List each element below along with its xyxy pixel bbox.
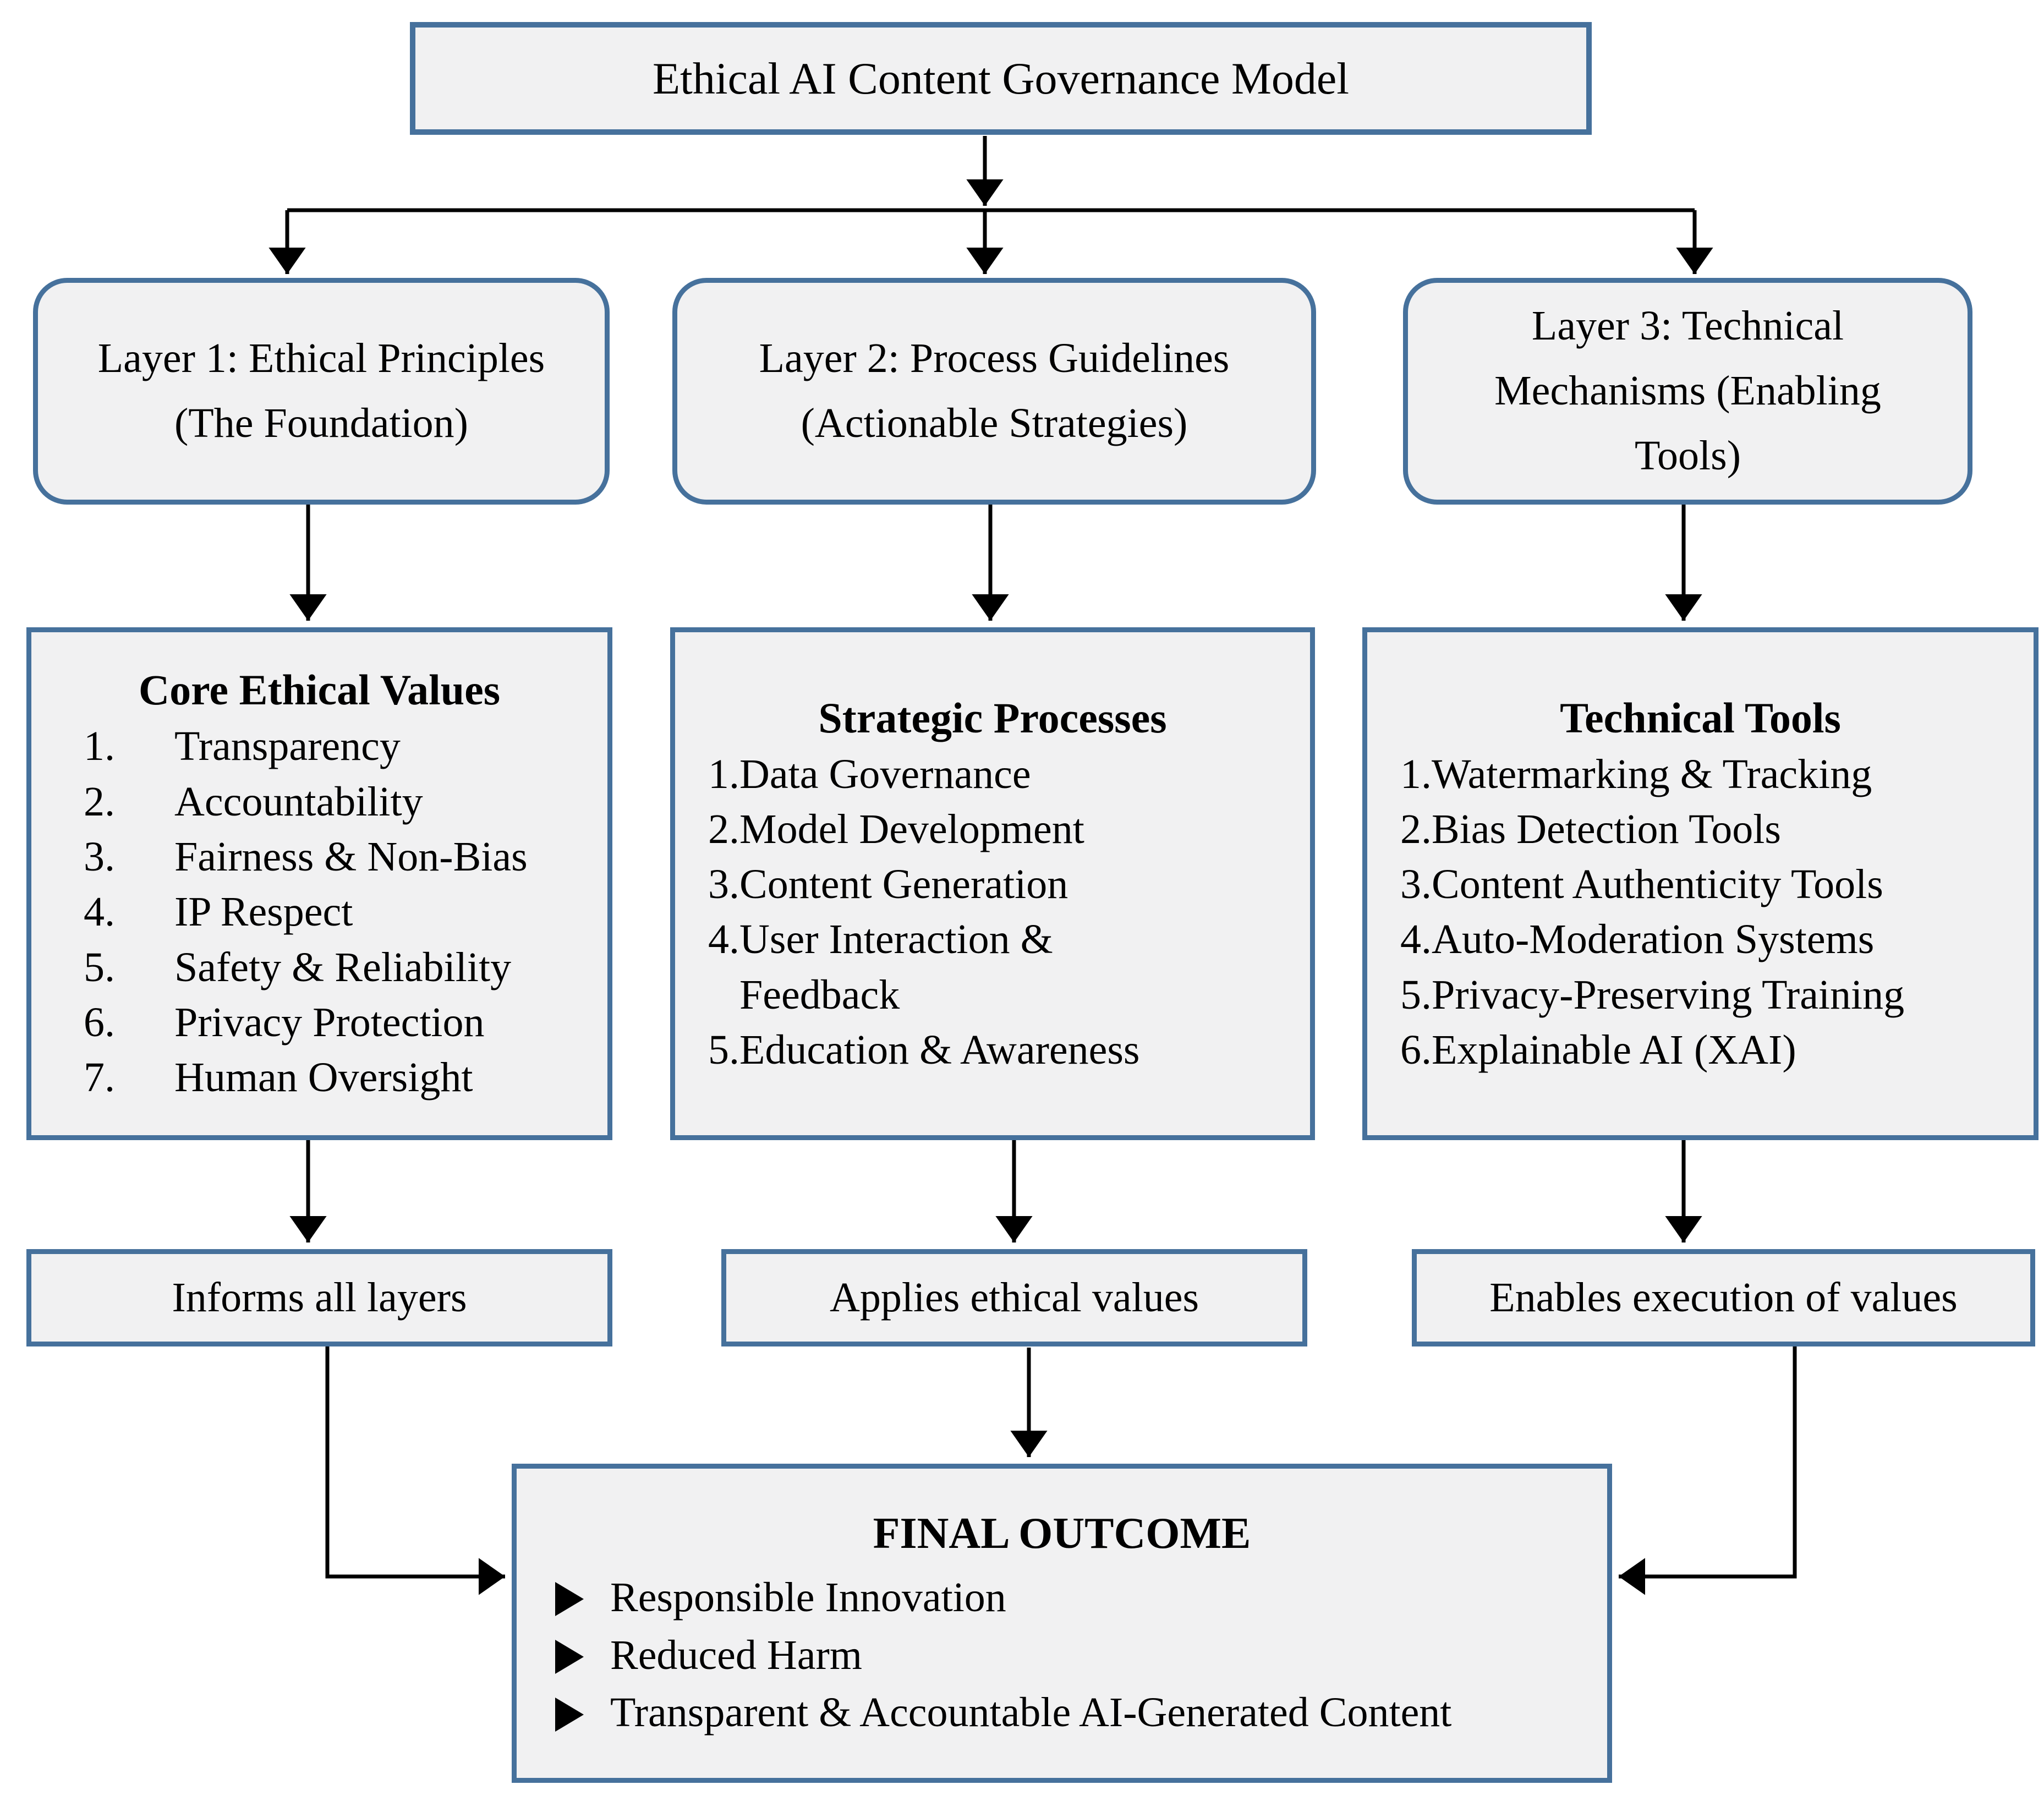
layer3-header-box: Layer 3: Technical Mechanisms (Enabling …: [1403, 278, 1972, 505]
list-item: 4. IP Respect: [31, 884, 607, 939]
informs-all-layers-box: Informs all layers: [26, 1249, 612, 1346]
core-ethical-values-box: Core Ethical Values 1. Transparency 2. A…: [26, 627, 612, 1140]
list-item-number: 4.: [84, 889, 115, 935]
list-item-text: Responsible Innovation: [610, 1574, 1006, 1621]
list-item-number: 4.: [1400, 916, 1432, 963]
enables-execution-label: Enables execution of values: [1489, 1274, 1958, 1321]
list-item-text: Accountability: [174, 778, 423, 825]
list-item-text: User Interaction & Feedback: [739, 916, 1053, 1018]
list-item: 2. Model Development: [675, 802, 1310, 857]
list-item: 3. Content Authenticity Tools: [1367, 857, 2034, 912]
list-item-number: 1.: [84, 723, 115, 770]
list-item: 6. Privacy Protection: [31, 995, 607, 1050]
list-item: 6. Explainable AI (XAI): [1367, 1022, 2034, 1077]
final-outcome-title: FINAL OUTCOME: [873, 1509, 1251, 1558]
triangle-bullet-icon: [555, 1697, 584, 1732]
list-item-text: Transparency: [174, 723, 401, 770]
core-ethical-values-title: Core Ethical Values: [138, 666, 501, 714]
technical-tools-box: Technical Tools 1. Watermarking & Tracki…: [1362, 627, 2038, 1140]
list-item-number: 2.: [84, 778, 115, 825]
list-item-number: 5.: [1400, 971, 1432, 1018]
layer1-header: Layer 1: Ethical Principles (The Foundat…: [97, 335, 545, 446]
list-item: 1. Data Governance: [675, 747, 1310, 802]
list-item-text: Fairness & Non-Bias: [174, 834, 528, 880]
list-item-text: Transparent & Accountable AI-Generated C…: [610, 1689, 1452, 1736]
strategic-processes-box: Strategic Processes 1. Data Governance 2…: [670, 627, 1315, 1140]
strategic-processes-list: 1. Data Governance 2. Model Development …: [675, 747, 1310, 1078]
applies-ethical-values-label: Applies ethical values: [829, 1274, 1199, 1321]
model-title: Ethical AI Content Governance Model: [652, 53, 1350, 103]
list-item-number: 1.: [708, 751, 739, 797]
layer1-header-box: Layer 1: Ethical Principles (The Foundat…: [33, 278, 610, 505]
layer2-header-box: Layer 2: Process Guidelines (Actionable …: [672, 278, 1316, 505]
list-item-number: 4.: [708, 916, 739, 963]
list-item: 1. Watermarking & Tracking: [1367, 747, 2034, 802]
technical-tools-list: 1. Watermarking & Tracking 2. Bias Detec…: [1367, 747, 2034, 1078]
list-item-number: 3.: [708, 861, 739, 908]
list-item-text: Content Authenticity Tools: [1432, 861, 1883, 908]
list-item-text: Watermarking & Tracking: [1432, 751, 1872, 797]
list-item: 4. User Interaction & Feedback: [675, 912, 1310, 1022]
list-item-text: Data Governance: [739, 751, 1031, 797]
list-item-text: Privacy Protection: [174, 999, 485, 1045]
list-item: Reduced Harm: [555, 1627, 1569, 1684]
informs-all-layers-label: Informs all layers: [172, 1274, 467, 1321]
list-item-number: 3.: [1400, 861, 1432, 908]
list-item-number: 6.: [84, 999, 115, 1045]
list-item-text: Education & Awareness: [739, 1027, 1140, 1074]
list-item: 3. Fairness & Non-Bias: [31, 829, 607, 884]
list-item-text: Safety & Reliability: [174, 944, 512, 990]
list-item: 1. Transparency: [31, 719, 607, 774]
enables-execution-box: Enables execution of values: [1412, 1249, 2035, 1346]
triangle-bullet-icon: [555, 1582, 584, 1617]
list-item-number: 2.: [1400, 806, 1432, 852]
list-item-text: Bias Detection Tools: [1432, 806, 1781, 852]
list-item-number: 7.: [84, 1054, 115, 1101]
list-item: 5. Education & Awareness: [675, 1022, 1310, 1077]
strategic-processes-title: Strategic Processes: [818, 693, 1167, 742]
list-item: 5. Privacy-Preserving Training: [1367, 967, 2034, 1022]
list-item: 5. Safety & Reliability: [31, 940, 607, 995]
list-item-text: Privacy-Preserving Training: [1432, 971, 1905, 1018]
list-item-number: 6.: [1400, 1027, 1432, 1074]
list-item-number: 5.: [708, 1027, 739, 1074]
layer2-header: Layer 2: Process Guidelines (Actionable …: [759, 335, 1230, 446]
core-ethical-values-list: 1. Transparency 2. Accountability 3. Fai…: [31, 719, 607, 1105]
list-item-text: Reduced Harm: [610, 1632, 862, 1678]
technical-tools-title: Technical Tools: [1560, 693, 1841, 742]
layer3-header: Layer 3: Technical Mechanisms (Enabling …: [1494, 303, 1881, 479]
list-item-text: Human Oversight: [174, 1054, 473, 1101]
list-item-number: 3.: [84, 834, 115, 880]
list-item-number: 1.: [1400, 751, 1432, 797]
list-item-text: Explainable AI (XAI): [1432, 1027, 1796, 1074]
final-outcome-box: FINAL OUTCOME Responsible Innovation Red…: [512, 1464, 1612, 1783]
list-item: Transparent & Accountable AI-Generated C…: [555, 1684, 1569, 1742]
model-title-box: Ethical AI Content Governance Model: [410, 22, 1592, 135]
final-outcome-list: Responsible Innovation Reduced Harm Tran…: [555, 1569, 1569, 1742]
triangle-bullet-icon: [555, 1640, 584, 1674]
elbow-informs-to-final: [140, 1341, 505, 1595]
list-item: 3. Content Generation: [675, 857, 1310, 912]
list-item-text: Content Generation: [739, 861, 1068, 908]
list-item: Responsible Innovation: [555, 1569, 1569, 1627]
elbow-enables-to-final: [1619, 1341, 1981, 1595]
list-item-number: 5.: [84, 944, 115, 990]
list-item: 4. Auto-Moderation Systems: [1367, 912, 2034, 967]
list-item-text: Model Development: [739, 806, 1084, 852]
list-item: 2. Bias Detection Tools: [1367, 802, 2034, 857]
list-item-number: 2.: [708, 806, 739, 852]
list-item-text: IP Respect: [174, 889, 353, 935]
list-item: 7. Human Oversight: [31, 1050, 607, 1105]
applies-ethical-values-box: Applies ethical values: [721, 1249, 1307, 1346]
list-item-text: Auto-Moderation Systems: [1432, 916, 1875, 963]
list-item: 2. Accountability: [31, 774, 607, 829]
